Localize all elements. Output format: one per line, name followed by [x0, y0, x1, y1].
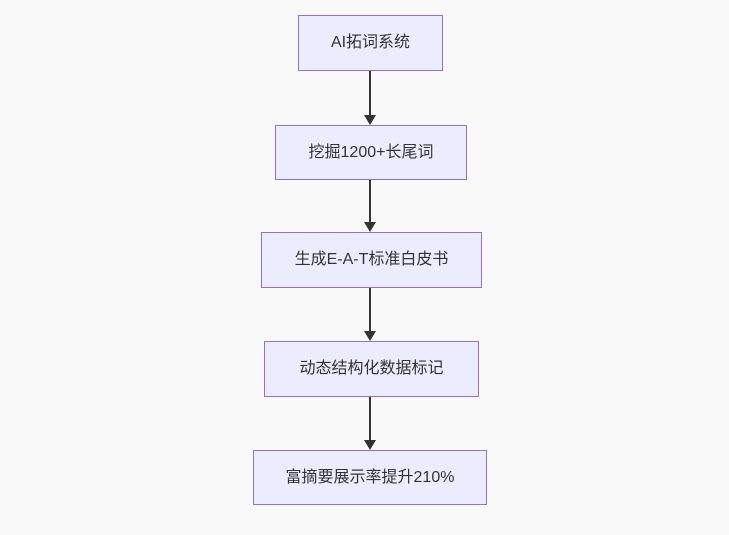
arrow-connector-1	[364, 71, 376, 125]
node-label: 富摘要展示率提升210%	[285, 468, 455, 486]
flow-node-dynamic-structured-data-markup: 动态结构化数据标记	[264, 341, 479, 397]
arrow-head-icon	[364, 115, 376, 125]
node-label: AI拓词系统	[330, 34, 411, 52]
arrow-head-icon	[364, 440, 376, 450]
arrow-line	[369, 71, 371, 115]
flow-node-rich-snippet-rate-increase: 富摘要展示率提升210%	[253, 450, 487, 505]
node-label: 生成E-A-T标准白皮书	[294, 251, 449, 269]
arrow-connector-4	[364, 397, 376, 450]
arrow-head-icon	[364, 222, 376, 232]
node-label: 挖掘1200+长尾词	[308, 143, 434, 161]
flow-node-mine-longtail-keywords: 挖掘1200+长尾词	[275, 125, 467, 180]
arrow-connector-2	[364, 180, 376, 232]
flow-node-generate-eat-whitepaper: 生成E-A-T标准白皮书	[261, 232, 482, 288]
node-label: 动态结构化数据标记	[299, 360, 444, 378]
arrow-head-icon	[364, 331, 376, 341]
arrow-line	[369, 288, 371, 331]
arrow-line	[369, 180, 371, 222]
flow-node-ai-word-expansion-system: AI拓词系统	[298, 15, 443, 71]
arrow-line	[369, 397, 371, 440]
arrow-connector-3	[364, 288, 376, 341]
